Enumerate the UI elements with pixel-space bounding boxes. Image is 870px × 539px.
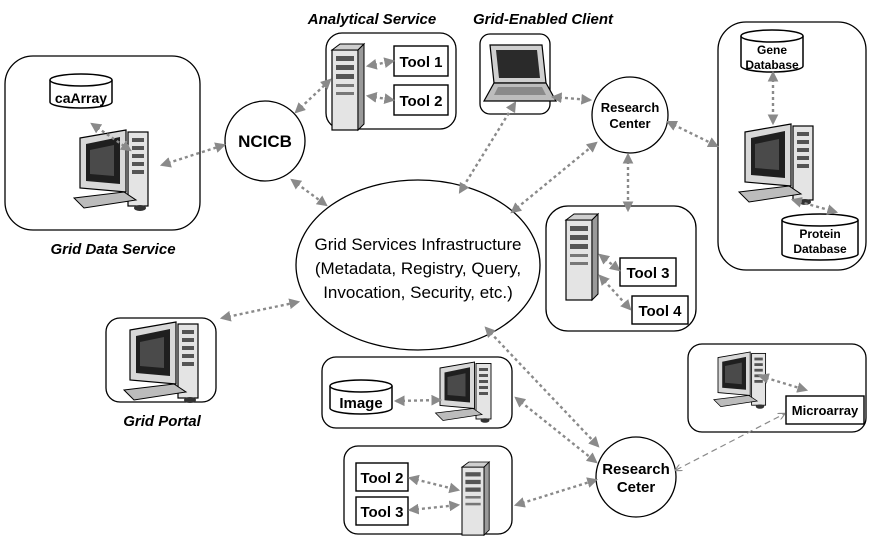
research-center-label-line1: Research xyxy=(601,100,660,115)
desktop-computer-icon xyxy=(435,361,492,424)
infrastructure-label-line3: Invocation, Security, etc.) xyxy=(323,283,513,302)
tool3-bottom-box xyxy=(355,496,409,526)
connector xyxy=(393,394,443,407)
connector xyxy=(365,57,396,70)
connector xyxy=(407,500,461,515)
microarray-service-group: Microarray xyxy=(687,343,867,433)
image-label: Image xyxy=(339,395,382,412)
connectors xyxy=(90,57,839,515)
tool1-label: Tool 1 xyxy=(399,54,442,71)
tools-service-group: Tool 2 Tool 3 xyxy=(343,445,513,536)
analytical-service-label: Analytical Service xyxy=(307,11,436,28)
protein-database-label-line2: Database xyxy=(793,242,847,256)
tool1-box xyxy=(393,45,449,77)
analytical-service-group: Tool 1 Tool 2 xyxy=(325,32,457,131)
gene-database-label-line2: Database xyxy=(745,58,799,72)
connector xyxy=(290,178,328,207)
research-ceter-label-line1: Research xyxy=(602,461,670,478)
image-service-group: Image xyxy=(321,356,513,429)
research-center-resources-group: Gene Database Protein Database xyxy=(717,21,867,271)
tool2-bottom-box xyxy=(355,462,409,492)
grid-data-service-label: Grid Data Service xyxy=(50,241,175,258)
caarray-label: caArray xyxy=(55,90,107,106)
tool3-label: Tool 3 xyxy=(626,265,669,282)
connector xyxy=(407,474,461,494)
desktop-computer-icon xyxy=(713,351,767,410)
grid-enabled-client-label: Grid-Enabled Client xyxy=(473,11,614,28)
research-center-tools-group: Tool 3 Tool 4 xyxy=(545,205,697,332)
research-center-node: Research Center xyxy=(591,76,669,154)
grid-enabled-client-group xyxy=(479,33,557,115)
grid-portal-label: Grid Portal xyxy=(123,413,201,430)
tool2-bottom-label: Tool 2 xyxy=(360,470,403,487)
connector xyxy=(513,477,599,508)
server-tower-icon xyxy=(565,213,599,301)
connector xyxy=(90,122,132,152)
tool2-label: Tool 2 xyxy=(399,93,442,110)
connector xyxy=(598,274,632,311)
connector xyxy=(294,78,332,114)
connector xyxy=(365,92,396,104)
server-tower-icon xyxy=(461,461,490,536)
protein-database xyxy=(781,213,859,261)
grid-portal-group xyxy=(105,317,217,404)
protein-database-label-line1: Protein xyxy=(799,227,840,241)
desktop-computer-icon xyxy=(738,123,814,206)
tool4-box xyxy=(631,295,689,325)
research-ceter-label-line2: Ceter xyxy=(617,479,656,496)
microarray-box xyxy=(785,395,865,425)
desktop-computer-icon xyxy=(73,129,149,212)
research-center-label-line2: Center xyxy=(609,116,650,131)
connector xyxy=(676,414,784,470)
grid-services-infrastructure-node: Grid Services Infrastructure (Metadata, … xyxy=(295,179,541,351)
connector xyxy=(159,142,227,168)
ncicb-node: NCICB xyxy=(224,100,306,182)
gene-database-label-line1: Gene xyxy=(757,43,787,57)
infrastructure-label-line2: (Metadata, Registry, Query, xyxy=(315,259,521,278)
connector xyxy=(550,92,593,105)
server-tower-icon xyxy=(331,43,365,131)
desktop-computer-icon xyxy=(123,321,199,404)
research-ceter-node: Research Ceter xyxy=(595,436,677,518)
connector xyxy=(666,120,719,148)
connector xyxy=(598,253,621,272)
connector xyxy=(514,396,598,464)
infrastructure-label-line1: Grid Services Infrastructure xyxy=(315,235,522,254)
connector xyxy=(790,197,839,215)
connector xyxy=(510,141,598,214)
connector xyxy=(757,373,809,393)
connector xyxy=(458,101,517,194)
connector xyxy=(219,298,301,322)
tool4-label: Tool 4 xyxy=(638,303,682,320)
tool3-bottom-label: Tool 3 xyxy=(360,504,403,521)
ncicb-label: NCICB xyxy=(238,132,292,151)
grid-data-service-group: caArray xyxy=(4,55,201,231)
microarray-label: Microarray xyxy=(792,403,859,418)
